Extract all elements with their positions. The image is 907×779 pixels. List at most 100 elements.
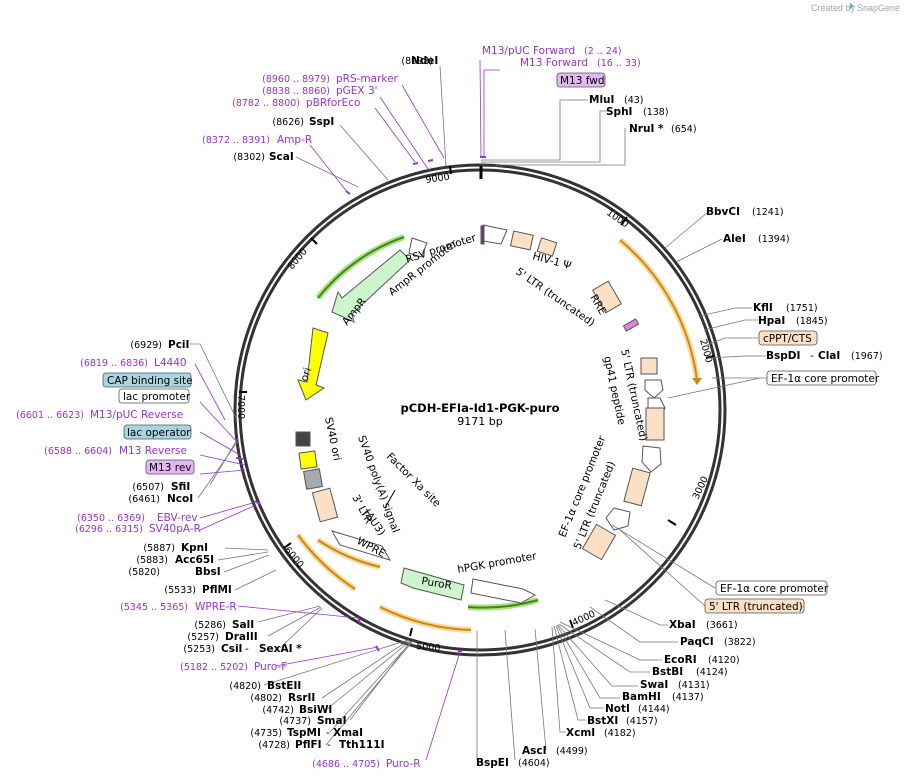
site-pos: (5257) <box>187 632 219 643</box>
primer-name: pRS-marker <box>336 73 399 85</box>
feature-hiv-psi <box>509 230 534 251</box>
feature-cppt <box>622 318 640 332</box>
primer-name: L4440 <box>154 357 187 369</box>
site-xcmi: XcmI <box>566 727 595 739</box>
feature-ori <box>297 327 329 401</box>
primer-range: (8782 .. 8800) <box>232 98 300 109</box>
site-pos: (5820) <box>128 567 160 578</box>
site-mlui: MluI <box>589 94 614 106</box>
primer-name: pBRforEco <box>306 97 360 109</box>
site-pos: (4157) <box>626 716 658 727</box>
site-sep: - <box>327 739 331 751</box>
tick-label: 5000 <box>416 641 441 654</box>
site-pos: (6507) <box>132 482 164 493</box>
site-bspei: BspEI <box>476 757 509 769</box>
site-sfii: SfiI <box>171 481 190 493</box>
feature-m13-marker <box>480 225 485 245</box>
primer-leader-lines <box>194 59 500 761</box>
feature-label: PuroR <box>420 575 452 592</box>
primer-range: (8838 .. 8860) <box>262 86 330 97</box>
site-xmai: XmaI <box>333 727 363 739</box>
feature-rre <box>592 280 622 314</box>
feature-ef1a-d <box>605 507 631 531</box>
primer-name: Amp-R <box>277 134 312 146</box>
site-pos: (43) <box>624 95 644 106</box>
site-pos: (4137) <box>672 692 704 703</box>
site-tth111i: Tth111I <box>339 739 384 751</box>
site-pos: (4604) <box>518 758 550 769</box>
site-ndei: NdeI <box>411 55 438 67</box>
site-clai: ClaI <box>818 350 840 362</box>
site-pos: (1845) <box>796 316 828 327</box>
leader-lines-left <box>190 65 447 746</box>
tick-label: 1000 <box>604 207 630 230</box>
site-scai: ScaI <box>269 151 294 163</box>
site-sexai: SexAI * <box>259 643 302 655</box>
green-arc-top-core <box>317 236 405 299</box>
primer-name: M13 Reverse <box>119 445 187 457</box>
site-pos: (5887) <box>143 543 175 554</box>
site-pcii: PciI <box>168 339 189 351</box>
box-ef1a-core-1: EF-1α core promoter <box>766 370 880 386</box>
feature-lac-cluster <box>295 431 311 447</box>
primer-range: (6601 .. 6623) <box>16 410 84 421</box>
site-pos: (4737) <box>279 716 311 727</box>
site-hpai: HpaI <box>758 315 785 327</box>
site-pflfi: PflFI <box>295 739 322 751</box>
site-bstxi: BstXI <box>587 715 618 727</box>
box-text: lac promoter <box>123 391 191 403</box>
box-cap-binding: CAP binding site <box>102 372 193 388</box>
feature-sv40-ori <box>298 450 318 470</box>
feature-ef1a-a <box>644 379 664 399</box>
site-sspi: SspI <box>309 116 334 128</box>
feature-5ltr-c <box>623 467 651 507</box>
primers: M13/pUC Forward (2 .. 24) M13 Forward (1… <box>16 45 641 770</box>
feature-label: WPRE <box>355 535 388 560</box>
primer-name: M13/pUC Forward <box>482 45 575 57</box>
site-pos: (8626) <box>272 117 304 128</box>
site-rsrii: RsrII <box>288 692 315 704</box>
site-pos: (5533) <box>164 585 196 596</box>
site-acc65i: Acc65I <box>175 554 214 566</box>
orange-arc-mid-left-core <box>317 539 381 568</box>
site-pos: (1967) <box>851 351 883 362</box>
site-pos: (8302) <box>233 152 265 163</box>
site-asci: AscI <box>522 745 547 757</box>
box-text: CAP binding site <box>107 375 193 387</box>
site-sali: SalI <box>232 619 254 631</box>
site-pos: (8993) <box>401 56 433 67</box>
site-nrui: NruI * <box>629 123 664 135</box>
box-text: lac operator <box>127 427 191 439</box>
primer-name: pGEX 3' <box>336 85 378 97</box>
site-pos: (4124) <box>696 667 728 678</box>
tick-label: 9000 <box>425 172 450 186</box>
primer-range: (5182 .. 5202) <box>180 662 248 673</box>
site-sep: - <box>326 727 330 739</box>
box-text: 5' LTR (truncated) <box>709 601 803 613</box>
box-text: cPPT/CTS <box>763 333 812 345</box>
site-noti: NotI <box>605 703 630 715</box>
site-pos: (4802) <box>250 693 282 704</box>
tick-label: 7000 <box>235 395 246 419</box>
site-pos: (4499) <box>556 746 588 757</box>
site-pos: (1751) <box>786 303 818 314</box>
site-pos: (6929) <box>130 340 162 351</box>
features <box>295 224 666 604</box>
orange-arc-bottom-left-core <box>379 606 472 631</box>
site-csii: CsiI <box>221 643 242 655</box>
site-pflmi: PflMI <box>202 584 232 596</box>
box-text: EF-1α core promoter <box>771 373 880 385</box>
primer-range: (6350 .. 6369) <box>77 513 145 524</box>
site-bstbi: BstBI <box>652 666 683 678</box>
box-5ltr: 5' LTR (truncated) <box>704 598 805 614</box>
feature-label: SV40 ori <box>322 416 343 462</box>
site-sphi: SphI <box>606 106 632 118</box>
primer-name: WPRE-R <box>195 601 237 613</box>
orange-arc-bottom-left <box>378 604 472 633</box>
feature-ampr <box>331 249 411 323</box>
backbone-outer <box>233 163 727 657</box>
site-ncoi: NcoI <box>167 493 193 505</box>
tick-marks <box>239 165 715 637</box>
site-pos: (4131) <box>678 680 710 691</box>
